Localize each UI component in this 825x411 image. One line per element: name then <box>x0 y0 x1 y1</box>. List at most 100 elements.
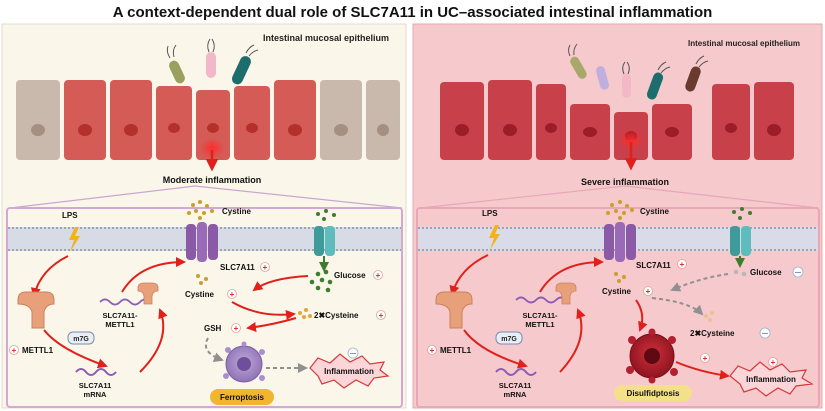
right-complex-mrna-icon <box>515 296 567 304</box>
right-plus-sign <box>768 357 778 367</box>
cell-nucleus <box>583 127 597 137</box>
bacterium-icon <box>206 52 216 78</box>
left-cystine-out-label: Cystine <box>222 207 251 216</box>
left-slc7a11-label: SLC7A11 <box>220 263 255 272</box>
right-cystine-dots <box>606 200 634 220</box>
left-cystine-plus: + <box>230 290 235 299</box>
right-disulfidptotic-cell <box>626 328 678 384</box>
left-glucose-dots-in <box>309 269 333 293</box>
cell-nucleus <box>767 124 781 136</box>
left-ferroptosis-label: Ferroptosis <box>220 393 265 402</box>
right-mrna-label-line1: SLC7A11 <box>499 381 532 390</box>
bacterium-icon <box>596 66 609 90</box>
right-arrow-plus: + <box>703 354 708 363</box>
epithelial-cell <box>320 80 362 160</box>
cell-nucleus <box>78 124 92 136</box>
right-cystine-in-label: Cystine <box>602 287 631 296</box>
cell-nucleus <box>503 124 517 136</box>
left-arrow-cysteine-gsh <box>246 317 297 332</box>
left-cysteine-dots <box>298 308 312 319</box>
right-glucose-dots-in <box>733 269 747 277</box>
left-plus-sign <box>227 289 237 299</box>
right-lightning-icon <box>489 225 500 250</box>
right-complex-label-line2: METTL1 <box>525 320 554 329</box>
cell-nucleus <box>725 123 737 133</box>
left-mrna-label-line2: mRNA <box>84 390 108 399</box>
right-disulfidptosis-badge <box>614 385 692 401</box>
right-cystine-out-label: Cystine <box>640 207 669 216</box>
figure-title: A context-dependent dual role of SLC7A11… <box>112 4 713 21</box>
left-complex-label-line2: METTL1 <box>105 320 134 329</box>
right-plus-sign <box>700 353 710 363</box>
left-minus-sign <box>347 347 359 359</box>
left-arrow-mrna-complex <box>139 308 168 373</box>
right-cystine-plus: + <box>646 287 651 296</box>
epithelial-cell <box>366 80 400 160</box>
left-gsh-plus: + <box>234 324 239 333</box>
epithelial-cell <box>536 84 566 160</box>
left-epithelium-label: Intestinal mucosal epithelium <box>263 33 389 43</box>
left-m7g-box <box>67 331 95 345</box>
right-arrow-cystine-death <box>635 299 648 332</box>
bacterium-icon <box>169 60 185 84</box>
cell-nucleus <box>288 124 302 136</box>
left-lightning-icon <box>69 227 80 252</box>
left-slc7a11-transporter <box>186 222 218 262</box>
left-zoom-funnel <box>9 185 403 209</box>
left-arrow-glucose-cystine <box>252 275 309 292</box>
right-panel: Intestinal mucosal epithelium Severe inf… <box>412 23 823 409</box>
right-plus-sign <box>427 345 437 355</box>
right-lps-label: LPS <box>482 209 498 218</box>
right-mettl1-plus: + <box>430 346 435 355</box>
bacterium-icon <box>646 72 664 100</box>
cell-nucleus <box>665 127 679 137</box>
right-glucose-label: Glucose <box>750 268 782 277</box>
left-complex-label-line1: SLC7A11- <box>102 311 138 320</box>
epithelial-cell <box>16 80 60 160</box>
epithelial-cell <box>754 82 794 160</box>
bacterium-icon <box>622 74 631 98</box>
right-plus-sign <box>677 259 687 269</box>
right-cell-box <box>416 207 820 408</box>
right-mrna-icon <box>495 368 537 376</box>
left-inflammation-minus: — <box>350 351 356 357</box>
right-mettl1-protein <box>435 291 473 329</box>
right-arrow-cystine-cysteine <box>651 297 704 316</box>
right-inflammation-burst <box>729 361 814 397</box>
left-arrow-complex-slc <box>121 257 186 293</box>
right-cysteine-minus: — <box>762 331 768 337</box>
left-plus-sign <box>373 270 383 280</box>
right-state-label: Severe inflammation <box>581 177 669 187</box>
right-mettl1-label: METTL1 <box>440 346 472 355</box>
epithelial-cell <box>64 80 106 160</box>
left-cystine-in-dots <box>196 274 208 285</box>
cell-nucleus <box>207 123 219 133</box>
right-slc7a11-transporter <box>604 222 636 262</box>
left-mettl1-plus: + <box>12 346 17 355</box>
left-glucose-label: Glucose <box>334 271 366 280</box>
right-bacteria <box>568 43 709 100</box>
cell-nucleus <box>377 124 389 136</box>
left-mettl1-label: METTL1 <box>22 346 54 355</box>
left-plus-sign <box>260 262 270 272</box>
left-complex-mrna-icon <box>99 298 151 306</box>
left-arrow-cystine-cysteine <box>231 301 296 320</box>
right-plus-sign <box>643 286 653 296</box>
right-inflammation-label: Inflammation <box>746 375 796 384</box>
right-cystine-in-dots <box>614 272 626 283</box>
right-epithelium-label: Intestinal mucosal epithelium <box>688 39 800 48</box>
right-arrow-lps-mettl1 <box>449 254 489 296</box>
left-complex-mettl1-icon <box>137 282 159 305</box>
left-inflammation-glow <box>200 138 224 158</box>
left-cell-box <box>6 207 403 408</box>
cell-nucleus <box>31 124 45 136</box>
left-mettl1-protein <box>17 291 55 329</box>
left-lps-label: LPS <box>62 211 78 220</box>
cell-nucleus <box>168 123 180 133</box>
left-arrow-mettl1-mrna <box>43 329 108 369</box>
right-m7g-label: m7G <box>501 336 517 343</box>
left-panel: Intestinal mucosal epithelium Moderate i… <box>1 23 407 409</box>
left-ferroptotic-cell <box>223 341 265 383</box>
right-arrow-glucose-cystine <box>670 273 729 292</box>
